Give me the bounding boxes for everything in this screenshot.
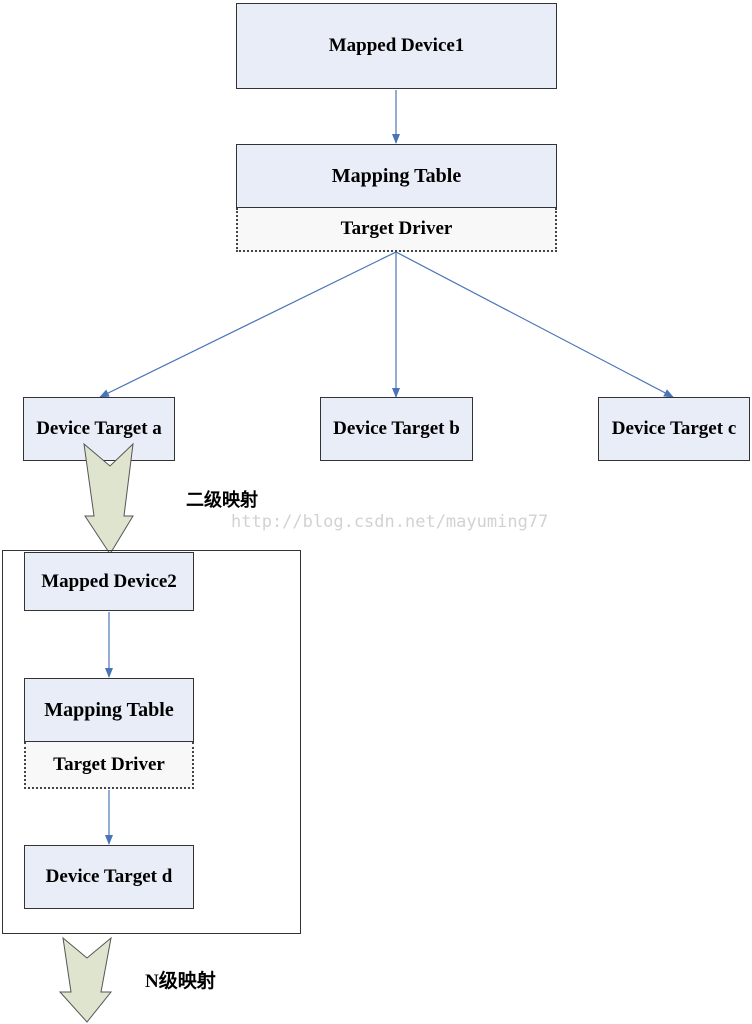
device-target-c-label: Device Target c — [611, 418, 737, 439]
target-driver-2-box: Target Driver — [24, 742, 194, 789]
device-target-d-label: Device Target d — [45, 866, 173, 887]
mapped-device-1-label: Mapped Device1 — [328, 35, 465, 56]
level-2-frame — [2, 550, 301, 934]
device-target-b-label: Device Target b — [333, 418, 460, 439]
connector-driver1-to-target-a — [99, 251, 397, 398]
mapping-table-1-label: Mapping Table — [331, 164, 462, 187]
device-target-d-box: Device Target d — [24, 845, 194, 909]
target-driver-1-box: Target Driver — [236, 208, 557, 252]
mapping-table-2-label: Mapping Table — [44, 698, 174, 721]
mapping-table-2-box: Mapping Table — [24, 678, 194, 742]
level-2-label: 二级映射 — [186, 490, 258, 510]
mapped-device-1-box: Mapped Device1 — [236, 3, 557, 89]
level-n-label: N级映射 — [145, 971, 216, 992]
device-target-b-box: Device Target b — [320, 397, 473, 461]
mapped-device-2-label: Mapped Device2 — [41, 570, 177, 592]
mapping-table-1-box: Mapping Table — [236, 144, 557, 208]
device-target-a-label: Device Target a — [36, 418, 162, 439]
target-driver-2-label: Target Driver — [53, 753, 165, 775]
device-target-a-box: Device Target a — [23, 397, 175, 461]
device-target-c-box: Device Target c — [598, 397, 750, 461]
watermark-text: http://blog.csdn.net/mayuming77 — [231, 512, 549, 532]
mapped-device-2-box: Mapped Device2 — [24, 552, 194, 611]
target-driver-1-label: Target Driver — [340, 218, 453, 239]
connector-driver1-to-target-c — [395, 251, 674, 398]
